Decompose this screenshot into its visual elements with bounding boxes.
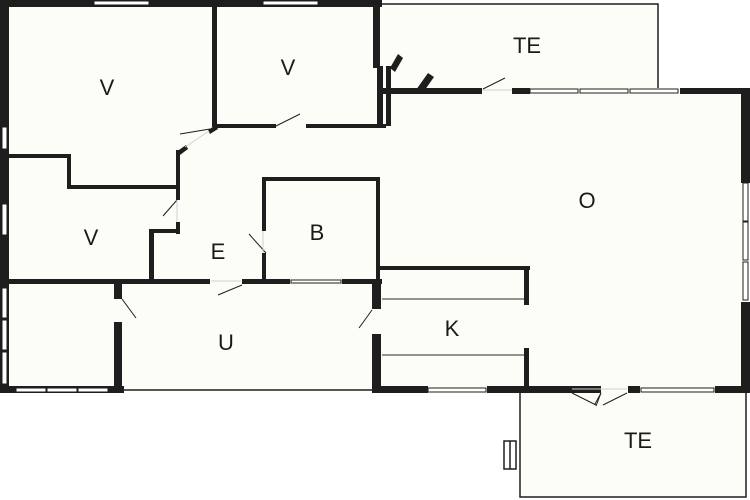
room-label-bedroom-2: V: [280, 55, 296, 80]
room-label-bedroom-1: V: [99, 75, 115, 100]
room-label-terrace-top: TE: [512, 33, 542, 58]
room-label-entrance: E: [210, 239, 226, 264]
terrace-outlines: [120, 3, 747, 498]
room-label-bedroom-3: V: [83, 225, 99, 250]
floor-areas: [5, 4, 746, 498]
room-label-living-room: O: [578, 188, 596, 213]
room-label-kitchen: K: [444, 316, 460, 341]
room-label-bathroom: B: [309, 220, 325, 245]
windows: [1, 0, 749, 393]
door-openings: [176, 89, 627, 390]
room-label-utility: U: [218, 330, 234, 355]
room-label-terrace-bottom: TE: [623, 428, 653, 453]
kitchen-counters: [382, 298, 524, 356]
